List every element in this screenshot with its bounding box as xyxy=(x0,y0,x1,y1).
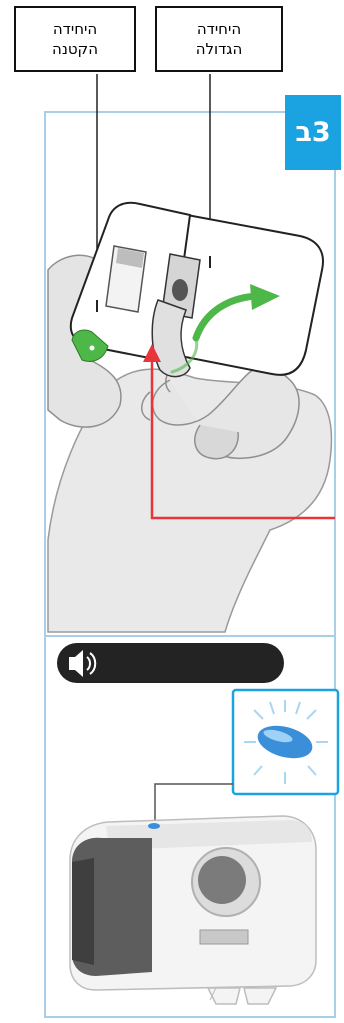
step-badge: 3ב xyxy=(285,95,341,170)
sound-bar xyxy=(57,643,284,683)
inhaler-device xyxy=(70,816,316,1004)
indicator-zoom-callout xyxy=(233,690,338,794)
